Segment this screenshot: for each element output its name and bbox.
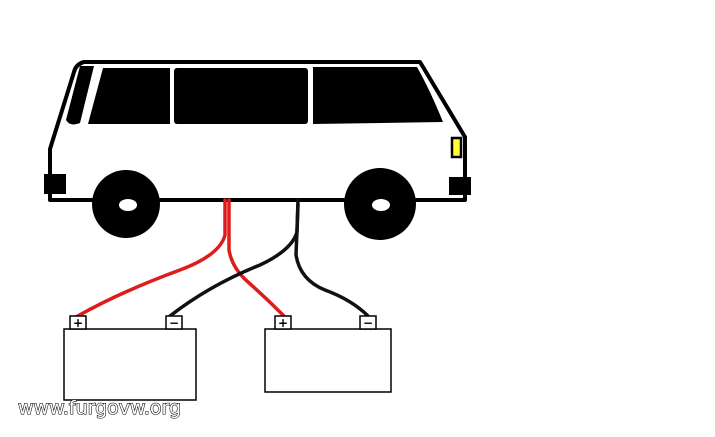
- van-front-pillar-window: [66, 66, 94, 125]
- van: [44, 60, 471, 240]
- svg-text:+: +: [278, 316, 288, 330]
- van-front-wheel: [344, 168, 416, 240]
- wiring: [74, 198, 370, 319]
- van-rear-bumper: [44, 174, 66, 194]
- battery-2-negative-terminal: −: [359, 315, 377, 330]
- battery-2-case: [264, 328, 392, 393]
- battery-2-positive-terminal: +: [274, 315, 292, 330]
- wire-negative-battery-1: [168, 198, 300, 318]
- wire-negative-battery-2: [294, 203, 370, 318]
- van-front-bumper: [449, 177, 471, 195]
- battery-1: + −: [63, 315, 197, 401]
- battery-1-positive-terminal: +: [69, 315, 87, 330]
- van-indicator-light: [450, 136, 463, 159]
- svg-text:−: −: [169, 316, 179, 330]
- svg-text:+: +: [73, 316, 83, 330]
- svg-text:−: −: [363, 316, 373, 330]
- van-window-front: [313, 67, 443, 124]
- battery-2: + −: [264, 315, 392, 393]
- van-window-rear: [88, 68, 170, 124]
- wire-positive-battery-1: [74, 198, 227, 319]
- van-window-middle: [174, 68, 308, 124]
- van-rear-wheel: [92, 170, 160, 238]
- wire-positive-battery-2: [227, 198, 286, 318]
- battery-1-case: [63, 328, 197, 401]
- battery-1-negative-terminal: −: [165, 315, 183, 330]
- watermark: www.furgovw.org: [18, 397, 181, 419]
